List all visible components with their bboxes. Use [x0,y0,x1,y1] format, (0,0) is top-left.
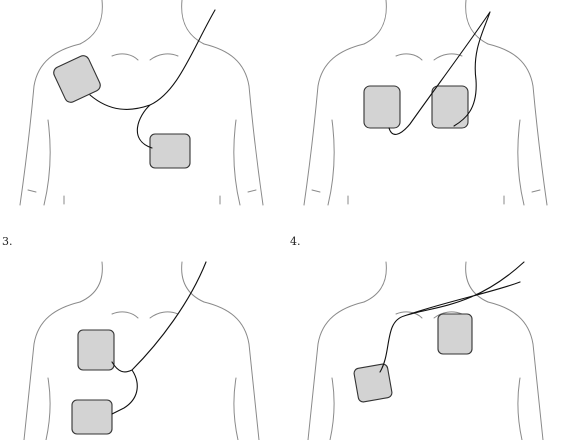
electrode-wire [89,9,216,149]
torso-diagram-3 [23,261,260,440]
electrode-pad [149,133,191,169]
panel-2 [284,0,567,215]
electrode-pad [53,55,101,103]
torso-outline [303,0,548,206]
electrode-wire [111,261,207,415]
panel-label: 4. [290,235,301,248]
electrode-pad [353,363,393,403]
electrode-pad [363,85,401,129]
electrode-pad [77,329,115,371]
electrode-pad [71,399,113,435]
torso-diagram-1 [19,0,264,206]
panel-3: 3. [0,222,283,440]
electrode-pad [437,313,473,355]
panel-1 [0,0,283,215]
panel-label: 3. [2,235,13,248]
electrode-pad [431,85,469,129]
electrode-wire [388,11,491,135]
torso-outline [19,0,264,206]
panel-4: 4. [284,222,567,440]
torso-diagram-4 [307,261,544,440]
torso-diagram-2 [303,0,548,206]
electrode-wire [379,261,525,373]
torso-outline [23,261,260,440]
torso-outline [307,261,544,440]
